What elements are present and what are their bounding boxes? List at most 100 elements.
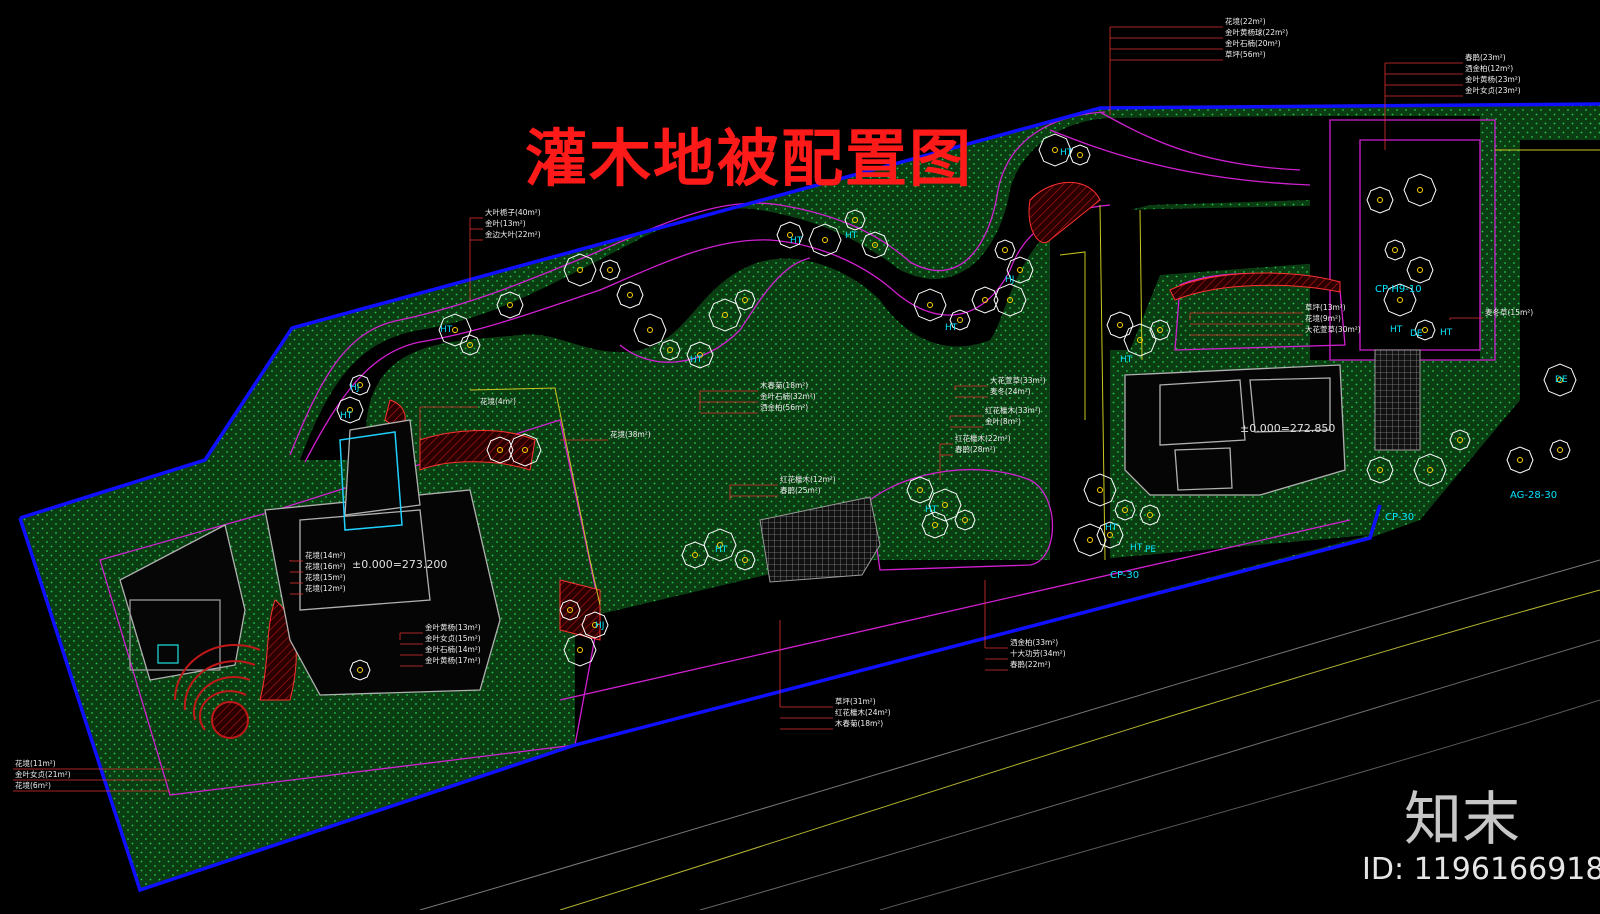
shrub-symbol — [438, 313, 472, 347]
area-label-line: 红花檵木(22m²) — [955, 433, 1011, 443]
shrub-symbol — [1149, 319, 1171, 341]
shrub-symbol — [1139, 504, 1161, 526]
shrub-symbols — [336, 133, 1577, 681]
guide-lines — [339, 149, 1600, 606]
shrub-symbol — [559, 599, 581, 621]
shrub-symbol — [563, 633, 597, 667]
drawing-title: 灌木地被配置图 — [525, 122, 974, 195]
shrub-symbol — [971, 286, 999, 314]
area-label-line: 花境(4m²) — [480, 396, 516, 406]
plant-code-label: HT — [1390, 325, 1403, 335]
area-label-line: 春鹃(25m²) — [780, 485, 821, 495]
plant-code-label: HJ — [350, 383, 359, 393]
area-label-line: 草坪(56m²) — [1225, 49, 1266, 59]
plant-code-label: PE — [1145, 545, 1156, 555]
shrub-symbol — [928, 488, 962, 522]
plant-code-label: HT — [790, 236, 803, 246]
shrub-symbol — [703, 528, 737, 562]
shrub-symbol — [659, 339, 681, 361]
shrub-symbol — [776, 221, 804, 249]
shrub-symbol — [1406, 256, 1434, 284]
plant-code-label: CP-30 — [1110, 570, 1139, 581]
plant-code-label: HJ — [1005, 275, 1014, 285]
area-label-line: 金叶石楠(20m²) — [1225, 38, 1281, 48]
plant-code-label: HT — [715, 545, 728, 555]
area-label-line: 花境(14m²) — [305, 550, 346, 560]
plant-code-label: CP-H9-10 — [1375, 284, 1422, 295]
area-label-block: 红花檵木(33m²)金叶(8m²) — [949, 405, 1041, 428]
area-label-line: 花境(38m²) — [610, 429, 651, 439]
area-label-block: 花境(14m²)花境(16m²)花境(15m²)花境(12m²) — [289, 550, 346, 595]
area-label-line: 木春菊(18m²) — [835, 718, 883, 728]
area-label-block: 花境(22m²)金叶黄杨球(22m²)金叶石楠(20m²)草坪(56m²) — [1109, 16, 1288, 115]
shrub-symbol — [1069, 144, 1091, 166]
area-label-block: 木春菊(18m²)金叶石楠(32m²)洒金柏(56m²) — [699, 380, 816, 414]
area-label-line: 麦冬(24m²) — [990, 386, 1031, 396]
area-label-group: 大叶栀子(40m²)金叶(13m²)金边大叶(22m²)花境(22m²)金叶黄杨… — [13, 16, 1533, 792]
area-label-line: 花境(16m²) — [305, 561, 346, 571]
area-label-line: 十大功劳(34m²) — [1010, 648, 1066, 658]
area-label-line: 红花檵木(33m²) — [985, 405, 1041, 415]
area-label-line: 花境(9m²) — [1305, 313, 1341, 323]
plant-code-label: HT — [925, 505, 938, 515]
area-label-line: 金叶黄杨(17m²) — [425, 655, 481, 665]
area-label-line: 花境(22m²) — [1225, 16, 1266, 26]
plant-code-label: DE — [1555, 375, 1568, 385]
area-label-line: 金叶黄杨(13m²) — [425, 622, 481, 632]
area-label-line: 金叶女贞(21m²) — [15, 769, 71, 779]
shrub-symbol — [949, 309, 971, 331]
area-label-line: 洒金柏(12m²) — [1465, 63, 1513, 73]
area-label-line: 花境(6m²) — [15, 780, 51, 790]
plant-code-label: HT — [690, 355, 703, 365]
shrub-symbol — [1083, 473, 1117, 507]
shrub-symbol — [994, 239, 1016, 261]
shrub-symbol — [921, 511, 949, 539]
plant-code-label: HT — [1440, 328, 1453, 338]
shrub-symbol — [486, 436, 514, 464]
shrub-symbol — [349, 659, 371, 681]
shrub-symbol — [1383, 283, 1417, 317]
area-label-line: 洒金柏(56m²) — [760, 402, 808, 412]
area-label-line: 洒金柏(33m²) — [1010, 637, 1058, 647]
area-label-block: 春鹃(23m²)洒金柏(12m²)金叶黄杨(23m²)金叶女贞(23m²) — [1384, 52, 1521, 150]
deck-grid — [759, 349, 1421, 583]
area-label-line: 红花檵木(12m²) — [780, 474, 836, 484]
area-label-line: 草坪(13m²) — [1305, 302, 1346, 312]
shrub-symbol — [1114, 499, 1136, 521]
shrub-symbol — [1413, 453, 1447, 487]
shrub-symbol — [1073, 523, 1107, 557]
area-label-line: 金叶石楠(32m²) — [760, 391, 816, 401]
area-label-line: 金叶(8m²) — [985, 416, 1021, 426]
area-label-block: 红花檵木(12m²)春鹃(25m²) — [729, 474, 836, 500]
hatched-shrub-beds — [259, 181, 1341, 701]
area-label-line: 金叶黄杨(23m²) — [1465, 74, 1521, 84]
area-label-block: 草坪(31m²)红花檵木(24m²)木春菊(18m²) — [779, 620, 891, 730]
area-label-line: 红花檵木(24m²) — [835, 707, 891, 717]
area-label-line: 金叶石楠(14m²) — [425, 644, 481, 654]
area-label-block: 大叶栀子(40m²)金叶(13m²)金边大叶(22m²) — [469, 207, 541, 300]
area-label-line: 麦冬草(15m²) — [1485, 307, 1533, 317]
plant-code-label: DE — [1410, 329, 1423, 339]
shrub-symbol — [599, 259, 621, 281]
shrub-symbol — [861, 231, 889, 259]
shrub-symbol — [616, 281, 644, 309]
plant-code-label: HT — [1130, 543, 1143, 553]
shrub-symbol — [1006, 256, 1034, 284]
shrub-symbol — [734, 289, 756, 311]
area-label-block: 花境(4m²) — [419, 396, 516, 440]
shrub-symbol — [1096, 521, 1124, 549]
property-boundary — [19, 102, 1600, 520]
area-label-line: 金叶(13m²) — [485, 218, 526, 228]
elevation-label-left: ±0.000=273.200 — [352, 558, 447, 571]
area-label-line: 大花萱草(33m²) — [990, 375, 1046, 385]
shrub-symbol — [1506, 446, 1534, 474]
shrub-symbol — [508, 433, 542, 467]
area-label-line: 草坪(31m²) — [835, 696, 876, 706]
area-label-line: 金叶黄杨球(22m²) — [1225, 27, 1288, 37]
shrub-symbol — [844, 209, 866, 231]
plant-code-label: HT — [945, 323, 958, 333]
shrub-symbol — [336, 396, 364, 424]
area-label-line: 木春菊(18m²) — [760, 380, 808, 390]
